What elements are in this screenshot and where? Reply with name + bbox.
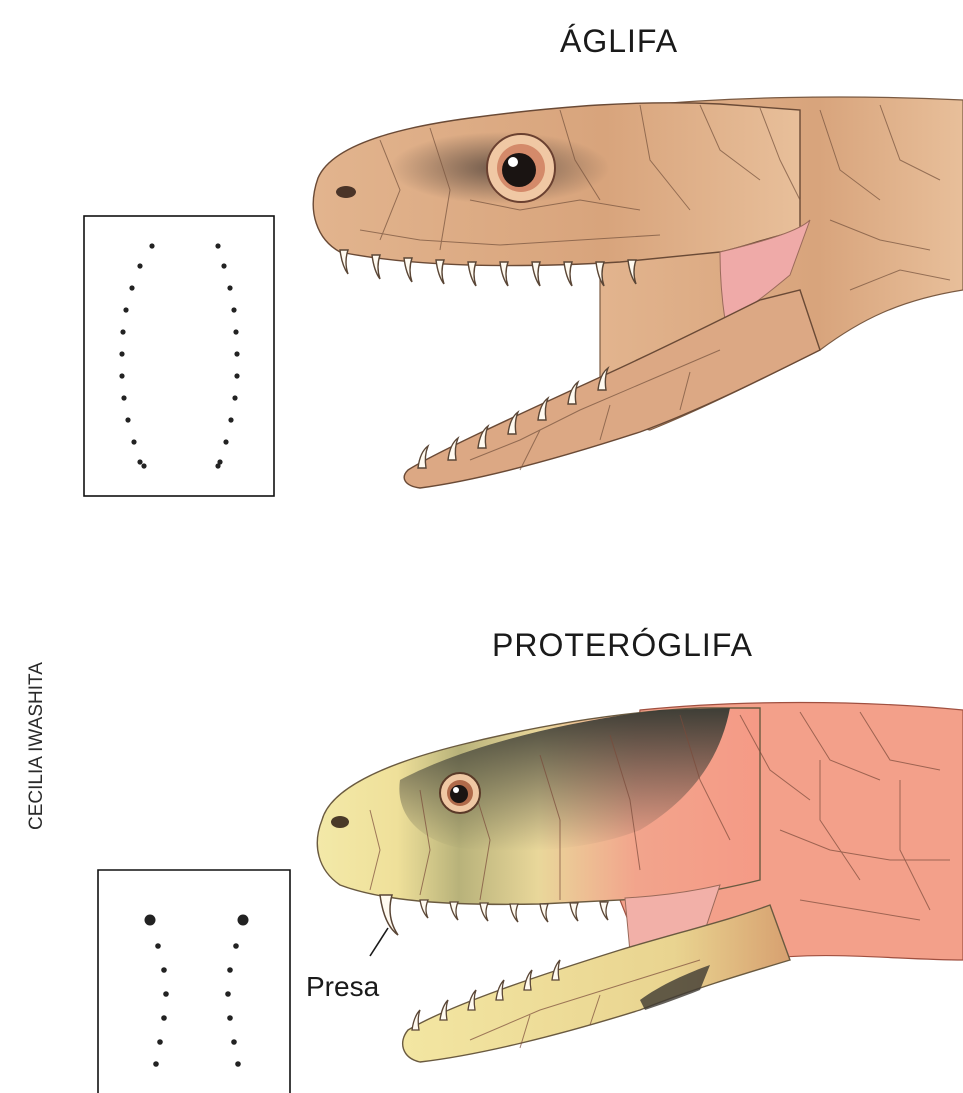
nostril-icon xyxy=(331,816,349,828)
fang-icon xyxy=(380,895,398,935)
aglifa-dentition-box xyxy=(84,216,274,496)
proteroglifa-title: PROTERÓGLIFA xyxy=(492,627,753,663)
aglifa-snake-head xyxy=(313,97,963,488)
proteroglifa-eye-icon xyxy=(440,773,480,813)
illustrator-credit: CECILIA IWASHITA xyxy=(26,662,47,830)
aglifa-title: ÁGLIFA xyxy=(560,23,678,59)
proteroglifa-snake-head xyxy=(317,703,963,1063)
nostril-icon xyxy=(336,186,356,198)
presa-leader-line xyxy=(370,928,388,956)
presa-label: Presa xyxy=(306,971,380,1002)
aglifa-eye-icon xyxy=(487,134,555,202)
proteroglifa-dentition-box xyxy=(98,870,290,1093)
